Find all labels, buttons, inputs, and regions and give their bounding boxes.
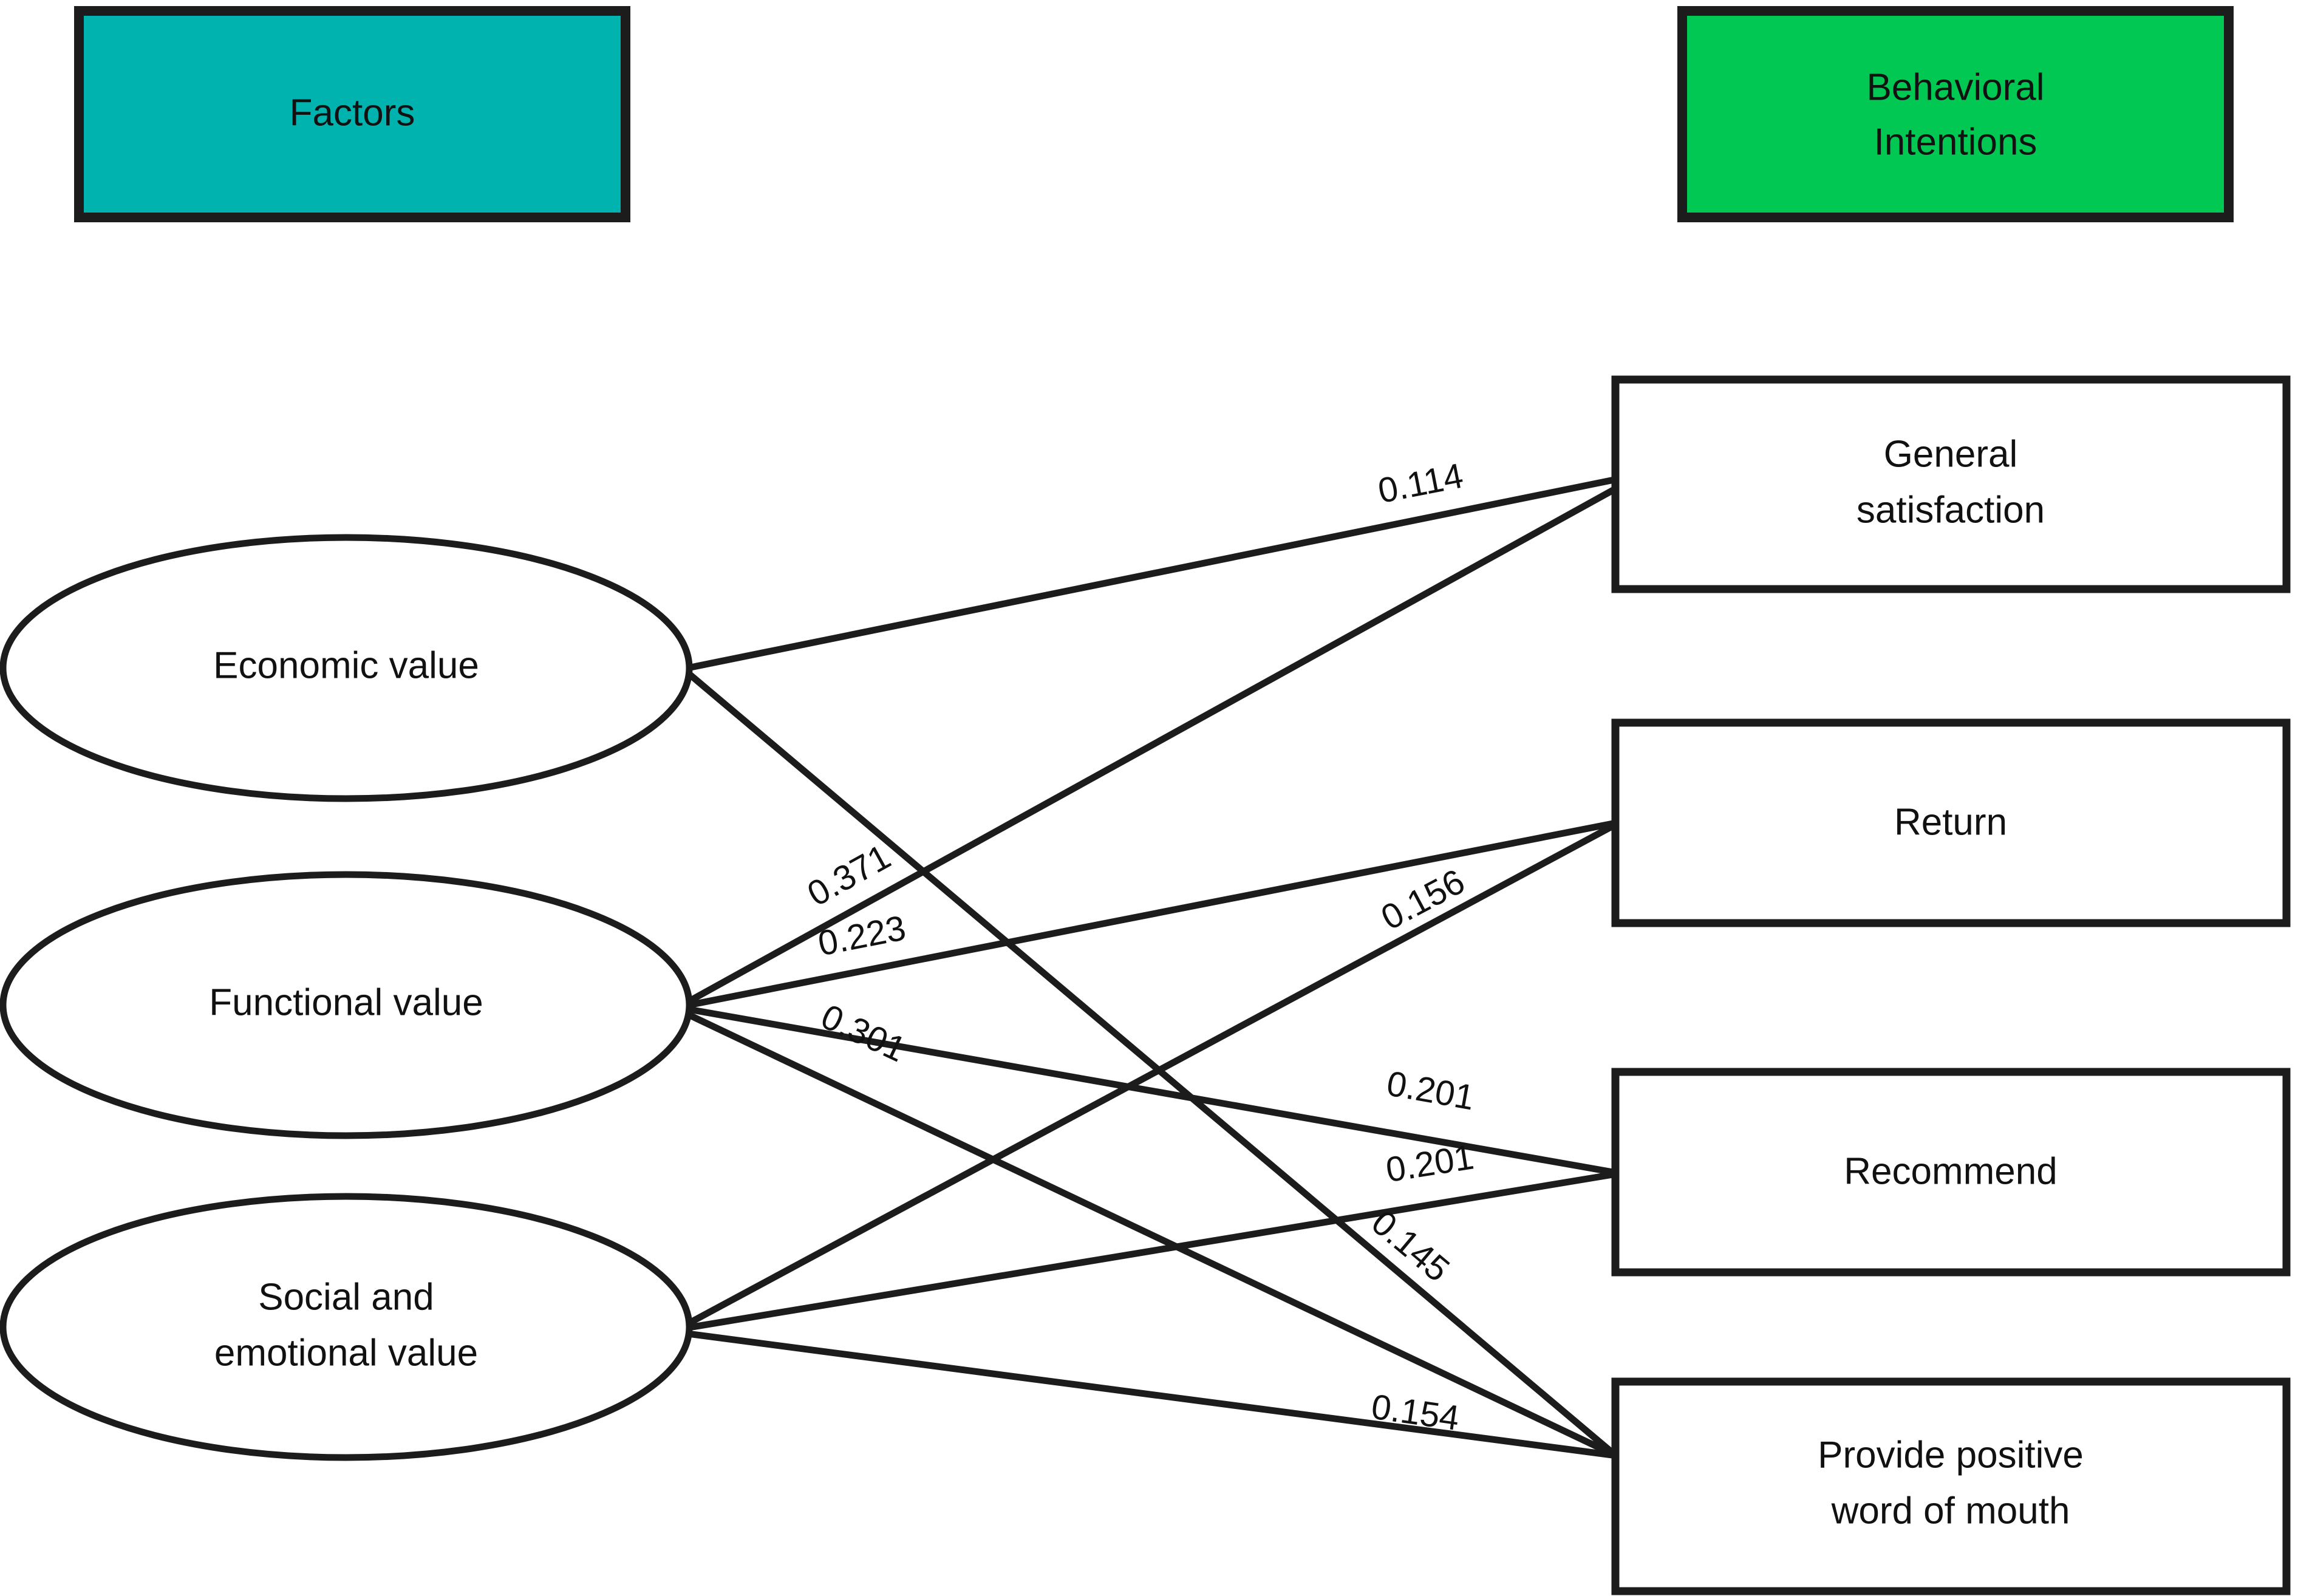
- provide-positive-word-of-mouth-label-line1: Provide positive: [1818, 1434, 2084, 1476]
- path-coefficient-functional-to-general-satisfaction: 0.371: [801, 837, 897, 914]
- behavioral-intentions-header-label-line1: Behavioral: [1867, 66, 2045, 108]
- factors-header-box: [74, 6, 630, 222]
- path-economic-to-word-of-mouth-line: [687, 671, 1615, 1456]
- recommend-node: Recommend: [1611, 1068, 2291, 1277]
- behavioral-intentions-header-label-line2: Intentions: [1874, 121, 2037, 163]
- path-functional-to-recommend-line: [688, 1006, 1614, 1176]
- path-economic-to-general-satisfaction-line: [686, 476, 1615, 672]
- economic-value-label: Economic value: [213, 644, 479, 686]
- path-coefficient-social-to-recommend: 0.201: [1383, 1137, 1477, 1190]
- path-coefficient-functional-to-word-of-mouth: 0.301: [815, 997, 912, 1069]
- general-satisfaction-label-line1: General: [1884, 433, 2018, 475]
- factors-header-group: Factors: [74, 6, 630, 222]
- functional-value-node: Functional value: [0, 871, 693, 1139]
- path-social-to-word-of-mouth-line: [687, 1330, 1613, 1459]
- path-edges-group: [686, 476, 1616, 1459]
- general-satisfaction-box: [1611, 375, 2291, 593]
- return-node: Return: [1611, 718, 2291, 927]
- provide-positive-word-of-mouth-box: [1611, 1377, 2291, 1595]
- recommend-box: [1611, 1068, 2291, 1277]
- functional-value-label: Functional value: [209, 981, 483, 1023]
- path-functional-to-return-line: [687, 820, 1614, 1009]
- economic-value-ellipse: [0, 534, 693, 802]
- path-coefficient-economic-to-word-of-mouth: 0.145: [1364, 1202, 1457, 1289]
- economic-value-node: Economic value: [0, 534, 693, 802]
- recommend-label: Recommend: [1844, 1150, 2057, 1192]
- path-social-to-recommend-line: [688, 1171, 1614, 1331]
- functional-value-ellipse: [0, 871, 693, 1139]
- provide-positive-word-of-mouth-label-line2: word of mouth: [1831, 1490, 2070, 1532]
- return-label: Return: [1894, 801, 2007, 843]
- path-coefficient-functional-to-recommend: 0.201: [1384, 1063, 1478, 1117]
- path-coefficient-social-to-word-of-mouth: 0.154: [1369, 1387, 1462, 1439]
- path-functional-to-word-of-mouth-line: [686, 1011, 1614, 1457]
- general-satisfaction-node: General satisfaction: [1611, 375, 2291, 593]
- return-box: [1611, 718, 2291, 927]
- factors-header-label: Factors: [290, 92, 415, 134]
- behavioral-intentions-header-group: Behavioral Intentions: [1677, 6, 2234, 222]
- path-social-to-return-line: [686, 823, 1615, 1327]
- social-and-emotional-value-label-line1: Social and: [258, 1276, 434, 1318]
- social-and-emotional-value-ellipse: [0, 1193, 693, 1461]
- provide-positive-word-of-mouth-node: Provide positive word of mouth: [1611, 1377, 2291, 1595]
- path-coefficient-economic-to-general-satisfaction: 0.114: [1375, 456, 1467, 511]
- path-functional-to-general-satisfaction-line: [686, 486, 1616, 1005]
- general-satisfaction-label-line2: satisfaction: [1856, 489, 2045, 531]
- social-and-emotional-value-node: Social and emotional value: [0, 1193, 693, 1461]
- behavioral-intentions-header-box: [1677, 6, 2234, 222]
- path-coefficient-functional-to-return: 0.223: [815, 908, 909, 964]
- social-and-emotional-value-label-line2: emotional value: [214, 1332, 478, 1374]
